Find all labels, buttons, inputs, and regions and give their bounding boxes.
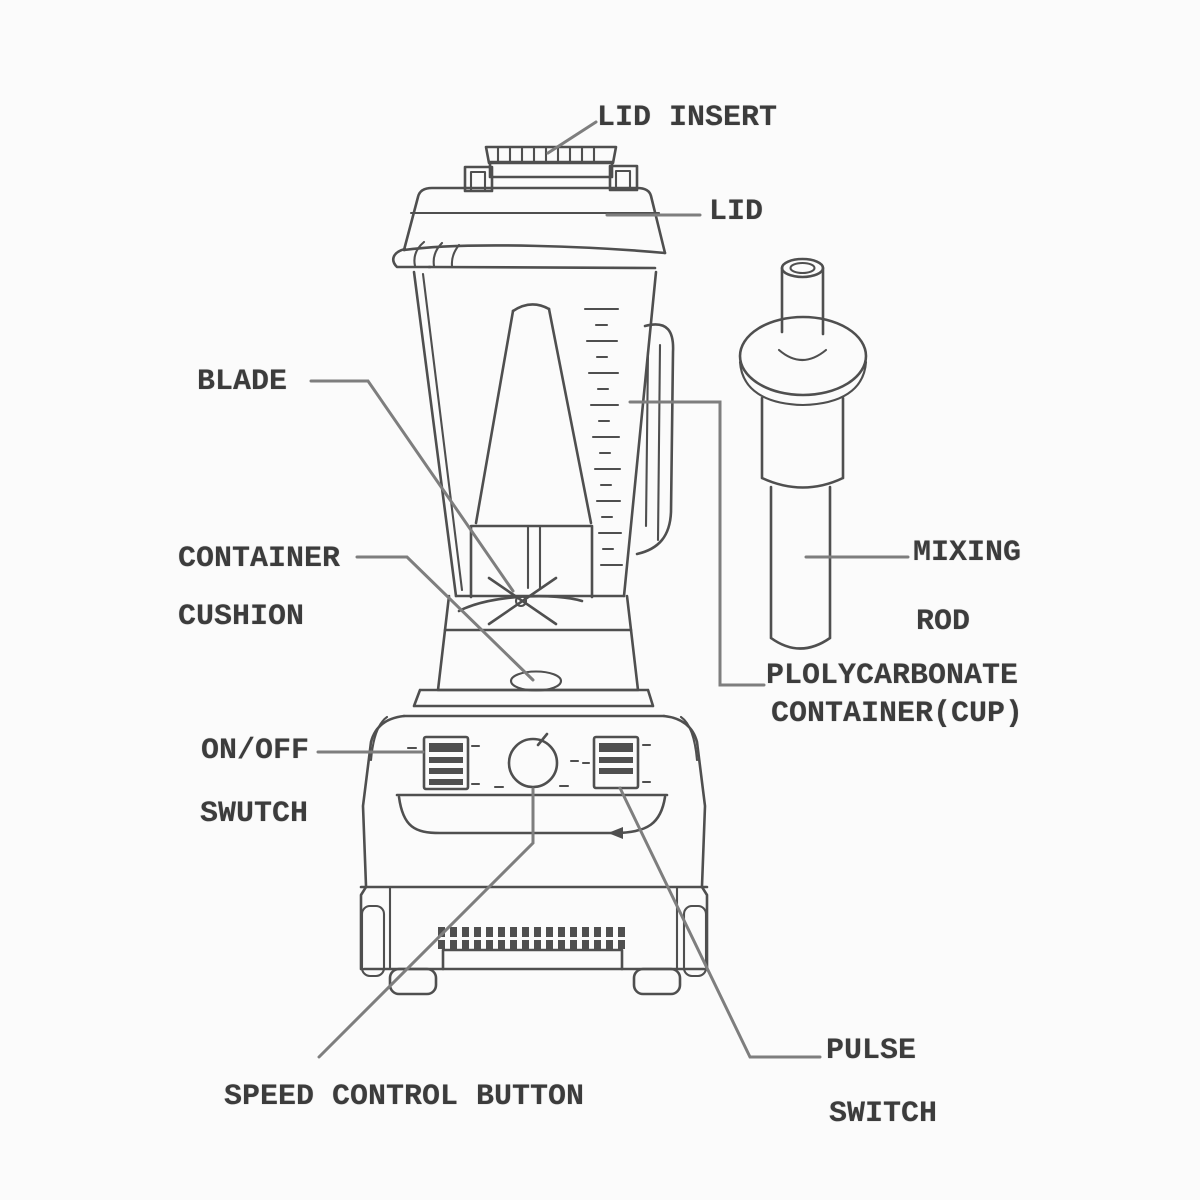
label-pulse-switch-line2: SWITCH <box>829 1097 938 1131</box>
blade-leader-line <box>309 379 515 593</box>
polycarbonate-container-leader-line <box>628 400 766 687</box>
label-lid-insert: LID INSERT <box>597 101 778 135</box>
vent-grille-drawing <box>438 927 625 949</box>
label-container-cushion-line1: CONTAINER <box>178 542 341 576</box>
leader-lines <box>309 120 910 1059</box>
container-cushion-leader-line <box>355 555 535 682</box>
lid-insert-leader-line <box>546 120 598 155</box>
measuring-scale-marks <box>583 307 624 567</box>
label-container-cushion-line2: CUSHION <box>178 600 305 634</box>
lid-insert-drawing <box>463 145 639 193</box>
blade-drawing <box>457 576 584 626</box>
motor-base-drawing <box>359 688 709 996</box>
base-bottom-drawing <box>359 885 709 996</box>
label-mixing-rod-line2: ROD <box>916 605 971 639</box>
panel-arrow-mark <box>608 827 623 839</box>
speed-knob-drawing <box>493 732 570 789</box>
label-on-off-switch-line1: ON/OFF <box>201 734 310 768</box>
center-cone-drawing <box>469 303 594 599</box>
label-pulse-switch-line1: PULSE <box>826 1034 917 1068</box>
label-lid: LID <box>709 195 764 229</box>
on-off-switch-drawing <box>406 735 481 791</box>
mixing-rod-drawing <box>738 257 868 650</box>
pulse-switch-leader-line <box>618 786 822 1059</box>
speed-control-leader-line <box>317 787 535 1059</box>
label-polycarbonate-container-line2: CONTAINER(CUP) <box>771 697 1024 731</box>
label-polycarbonate-container-line1: PLOLYCARBONATE <box>766 659 1019 693</box>
label-blade: BLADE <box>197 365 288 399</box>
label-mixing-rod-line1: MIXING <box>913 536 1022 570</box>
jar-handle-drawing <box>635 323 675 556</box>
label-on-off-switch-line2: SWUTCH <box>200 797 309 831</box>
label-speed-control-button: SPEED CONTROL BUTTON <box>224 1080 585 1114</box>
container-jar-drawing <box>412 270 675 626</box>
lid-drawing <box>392 186 667 270</box>
pulse-switch-drawing <box>569 735 652 790</box>
